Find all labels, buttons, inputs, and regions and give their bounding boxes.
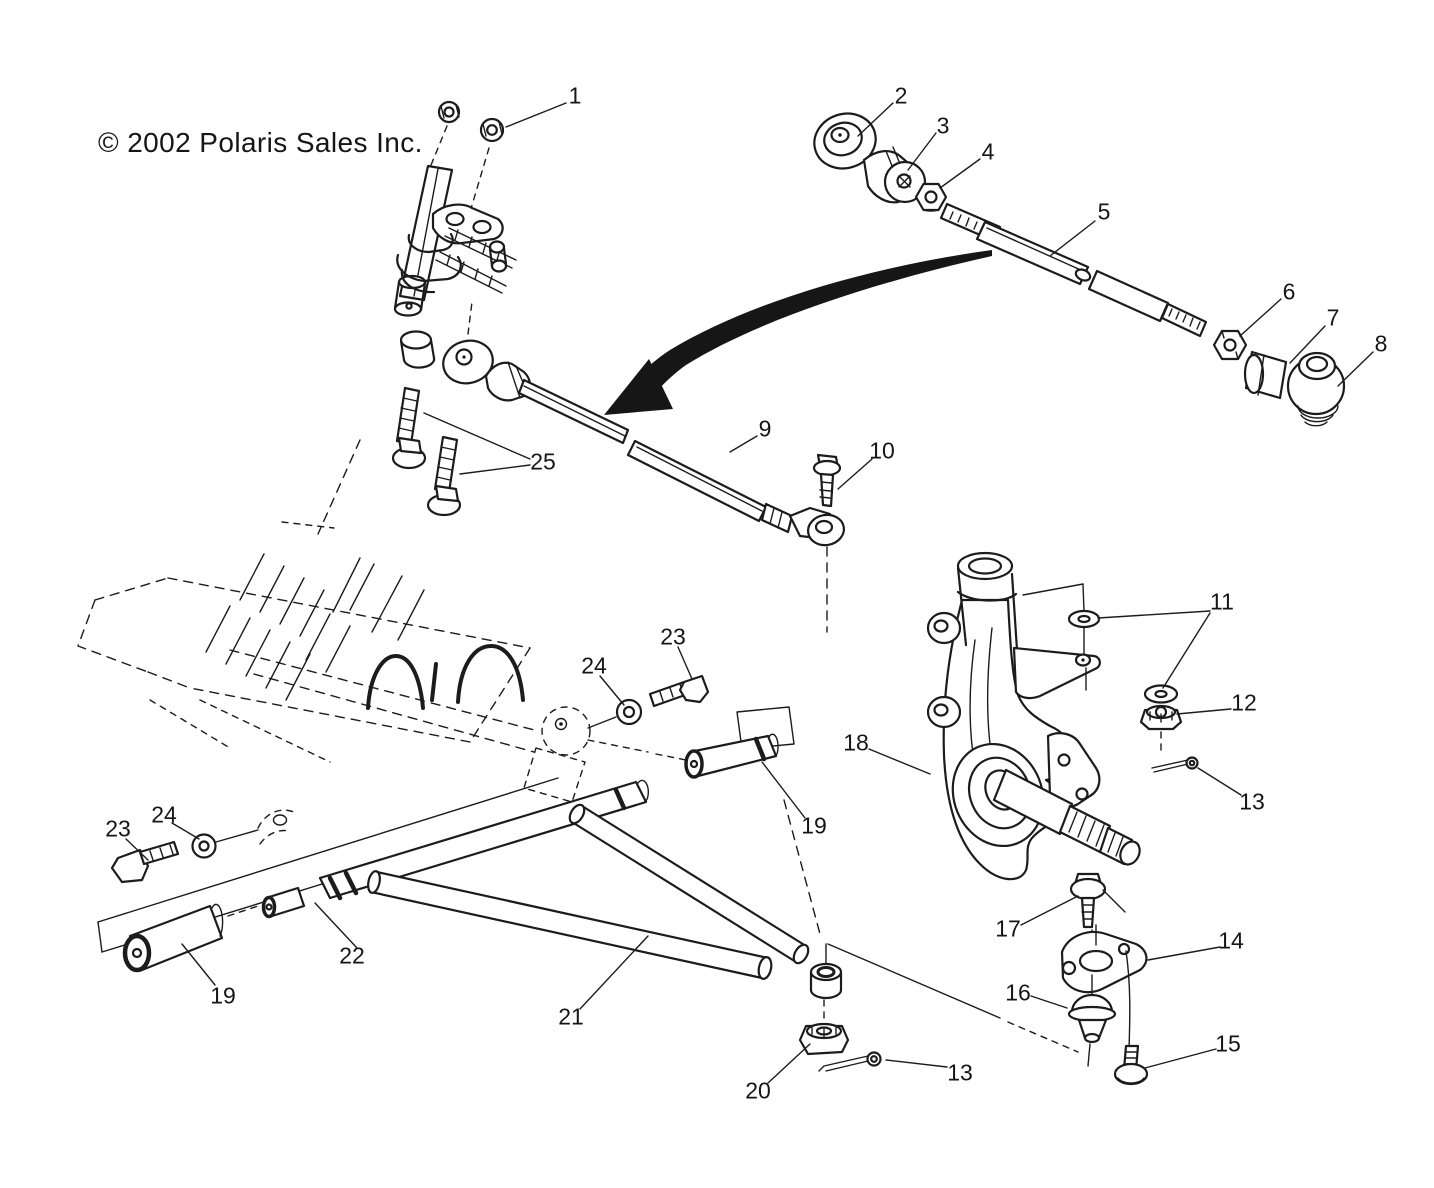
callout-15: 15 — [1215, 1030, 1241, 1057]
callout-10: 10 — [869, 437, 895, 464]
a-arm-assembly — [122, 733, 1079, 1072]
direction-arrow — [604, 250, 992, 415]
callout-3: 3 — [936, 112, 950, 139]
knuckle-stud-hardware — [1022, 583, 1199, 773]
tie-rod-assembly — [813, 112, 1346, 427]
callout-19-left: 19 — [210, 982, 236, 1009]
callout-1: 1 — [568, 82, 582, 109]
callout-24-top: 24 — [581, 652, 607, 679]
inner-tie-rod-end — [399, 301, 630, 445]
callout-18: 18 — [843, 729, 869, 756]
frame-arches — [366, 644, 525, 710]
callout-2: 2 — [894, 82, 908, 109]
copyright-text: © 2002 Polaris Sales Inc. — [98, 127, 423, 158]
callout-21: 21 — [558, 1003, 584, 1030]
steering-post — [393, 125, 517, 317]
callout-20: 20 — [745, 1077, 771, 1104]
callout-13-bottom: 13 — [947, 1059, 973, 1086]
steering-knuckle — [926, 551, 1141, 881]
balljoint-mount-hardware — [1060, 872, 1149, 1086]
callout-17: 17 — [995, 915, 1021, 942]
pivot-bolts-washers — [110, 674, 710, 884]
callout-6: 6 — [1282, 278, 1296, 305]
frame-bolts-25 — [391, 386, 462, 517]
callout-5: 5 — [1097, 198, 1111, 225]
callout-19-right: 19 — [801, 812, 827, 839]
relay-rod — [626, 439, 846, 633]
callout-9: 9 — [758, 415, 772, 442]
callout-13-right: 13 — [1239, 788, 1265, 815]
callout-8: 8 — [1374, 330, 1388, 357]
frame-phantom-sketch — [77, 439, 795, 953]
post-nuts — [437, 100, 505, 143]
callout-14: 14 — [1218, 927, 1244, 954]
callout-22: 22 — [339, 942, 365, 969]
callout-4: 4 — [981, 138, 995, 165]
callout-7: 7 — [1326, 304, 1340, 331]
callout-23-left: 23 — [105, 815, 131, 842]
callout-11: 11 — [1210, 588, 1234, 615]
frame-mount-plate — [736, 706, 795, 750]
callout-23-top: 23 — [660, 623, 686, 650]
callout-12: 12 — [1231, 689, 1257, 716]
frame-hook — [257, 809, 297, 845]
callout-leader-lines — [125, 102, 1374, 1084]
callout-24-left: 24 — [151, 801, 177, 828]
frame-hatching — [205, 553, 425, 701]
frame-pivot-bracket — [523, 706, 687, 803]
callout-25: 25 — [530, 448, 556, 475]
callout-16: 16 — [1005, 979, 1031, 1006]
